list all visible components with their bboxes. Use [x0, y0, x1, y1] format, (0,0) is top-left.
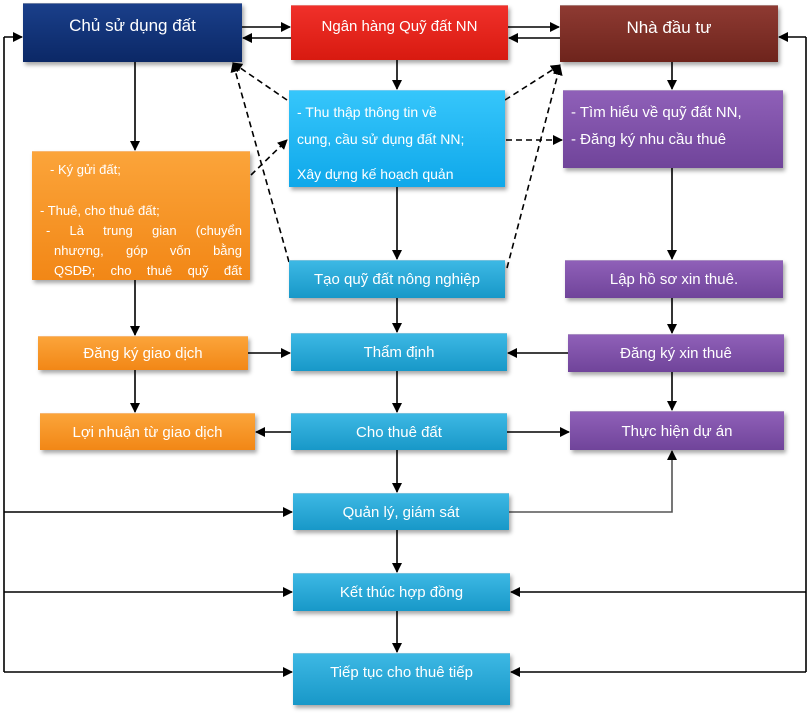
dashed-info-to-investor [504, 64, 561, 101]
node-investor-tasks: - Tìm hiểu về quỹ đất NN, - Đăng ký nhu … [563, 90, 783, 168]
bank-task-line: cung, cầu sử dụng đất NN; [297, 131, 465, 147]
investor-task-line: - Tìm hiểu về quỹ đất NN, [571, 104, 742, 121]
arrow-manage-to-project [509, 450, 677, 513]
investor-task-line: - Đăng ký nhu cầu thuê [571, 131, 727, 148]
node-lease-land: Cho thuê đất [291, 413, 507, 450]
dashed-create-to-investor [506, 65, 563, 269]
node-end-contract: Kết thúc hợp đồng [293, 573, 510, 611]
node-bank-tasks: - Thu thập thông tin về cung, cầu sử dụn… [289, 90, 505, 187]
node-investor: Nhà đầu tư [560, 5, 778, 62]
user-task-line: - Là trung gian (chuyển [46, 223, 242, 238]
node-transaction-profit: Lợi nhuận từ giao dịch [40, 413, 255, 450]
user-task-line: - Ký gửi đất; [50, 162, 121, 177]
node-create-fund: Tạo quỹ đất nông nghiệp [289, 260, 505, 298]
bank-task-line: - Thu thập thông tin về [297, 104, 437, 120]
node-implement-project: Thực hiện dự án [570, 411, 784, 450]
node-appraisal: Thẩm định [291, 333, 507, 371]
node-continue-lease: Tiếp tục cho thuê tiếp [293, 653, 510, 705]
node-register-transaction: Đăng ký giao dịch [38, 336, 248, 370]
node-land-bank: Ngân hàng Quỹ đất NN [291, 5, 508, 60]
dashed-usertasks-to-info [250, 139, 288, 176]
node-prepare-dossier: Lập hồ sơ xin thuê. [565, 260, 783, 298]
node-manage-supervise: Quản lý, giám sát [293, 493, 509, 530]
node-register-lease: Đăng ký xin thuê [568, 334, 784, 372]
node-user-tasks: - Ký gửi đất; - Thuê, cho thuê đất; - Là… [32, 151, 250, 280]
node-land-user: Chủ sử dụng đất [23, 3, 242, 62]
user-task-line: QSDĐ; cho thuê quỹ đất [54, 263, 242, 278]
dashed-info-to-user [232, 62, 288, 101]
user-task-line: nhượng, góp vốn bằng [54, 243, 242, 258]
user-task-line: - Thuê, cho thuê đất; [40, 203, 160, 218]
bank-task-line: Xây dựng kế hoạch quản [297, 166, 454, 182]
dashed-create-to-user [230, 62, 290, 263]
